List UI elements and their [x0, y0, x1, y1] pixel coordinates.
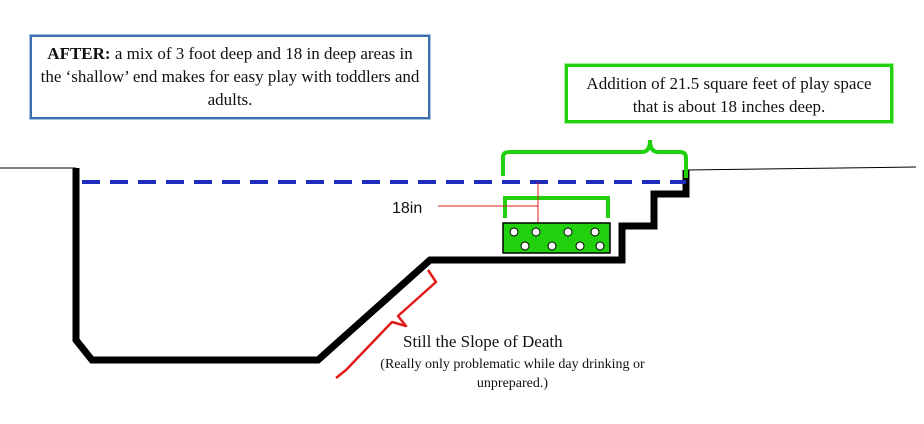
bench-hole [509, 227, 519, 237]
bench-hole [595, 241, 605, 251]
bench-bracket [503, 196, 610, 218]
after-callout: AFTER: a mix of 3 foot deep and 18 in de… [30, 35, 430, 119]
slope-title: Still the Slope of Death [403, 332, 563, 351]
bench-hole [520, 241, 530, 251]
slope-bracket [335, 269, 438, 379]
after-callout-lead: AFTER: [47, 44, 111, 63]
addition-callout: Addition of 21.5 square feet of play spa… [565, 64, 893, 123]
ground-line-right [685, 166, 917, 171]
pool-outline [72, 168, 690, 364]
addition-bracket [501, 139, 688, 178]
bench-block [502, 222, 611, 254]
bench-hole [547, 241, 557, 251]
bench-hole [563, 227, 573, 237]
depth-label: 18in [392, 200, 423, 217]
addition-callout-text: Addition of 21.5 square feet of play spa… [586, 74, 872, 116]
after-callout-text: a mix of 3 foot deep and 18 in deep area… [40, 44, 420, 109]
bench-hole [590, 227, 600, 237]
bench-holes [509, 227, 605, 251]
slope-note: (Really only problematic while day drink… [380, 357, 645, 391]
bench-hole [531, 227, 541, 237]
bench-hole [575, 241, 585, 251]
